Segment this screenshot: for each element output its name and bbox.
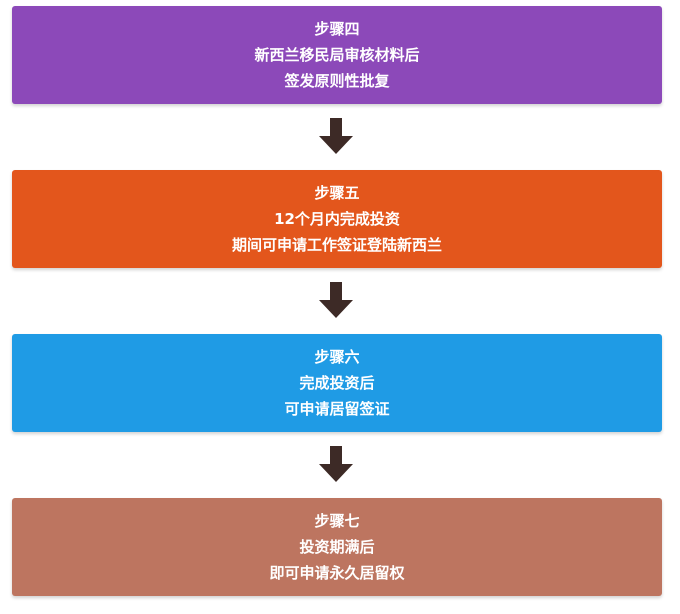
down-arrow-icon [319,118,353,154]
step-6-title: 步骤六 [314,348,360,366]
step-6-box: 步骤六 完成投资后 可申请居留签证 [12,334,662,432]
step-7-line-1: 投资期满后 [299,538,375,556]
down-arrow-icon [319,446,353,482]
step-4-box: 步骤四 新西兰移民局审核材料后 签发原则性批复 [12,6,662,104]
step-5-line-1: 12个月内完成投资 [274,210,400,228]
step-5-line-2: 期间可申请工作签证登陆新西兰 [231,236,442,254]
step-5-box: 步骤五 12个月内完成投资 期间可申请工作签证登陆新西兰 [12,170,662,268]
step-7-line-2: 即可申请永久居留权 [269,564,405,582]
step-6-line-2: 可申请居留签证 [284,400,390,418]
step-4-line-1: 新西兰移民局审核材料后 [254,46,420,64]
step-4-line-2: 签发原则性批复 [284,72,390,90]
step-5-title: 步骤五 [314,184,360,202]
step-7-box: 步骤七 投资期满后 即可申请永久居留权 [12,498,662,596]
down-arrow-icon [319,282,353,318]
step-7-title: 步骤七 [314,512,360,530]
step-4-title: 步骤四 [314,20,360,38]
step-6-line-1: 完成投资后 [299,374,375,392]
